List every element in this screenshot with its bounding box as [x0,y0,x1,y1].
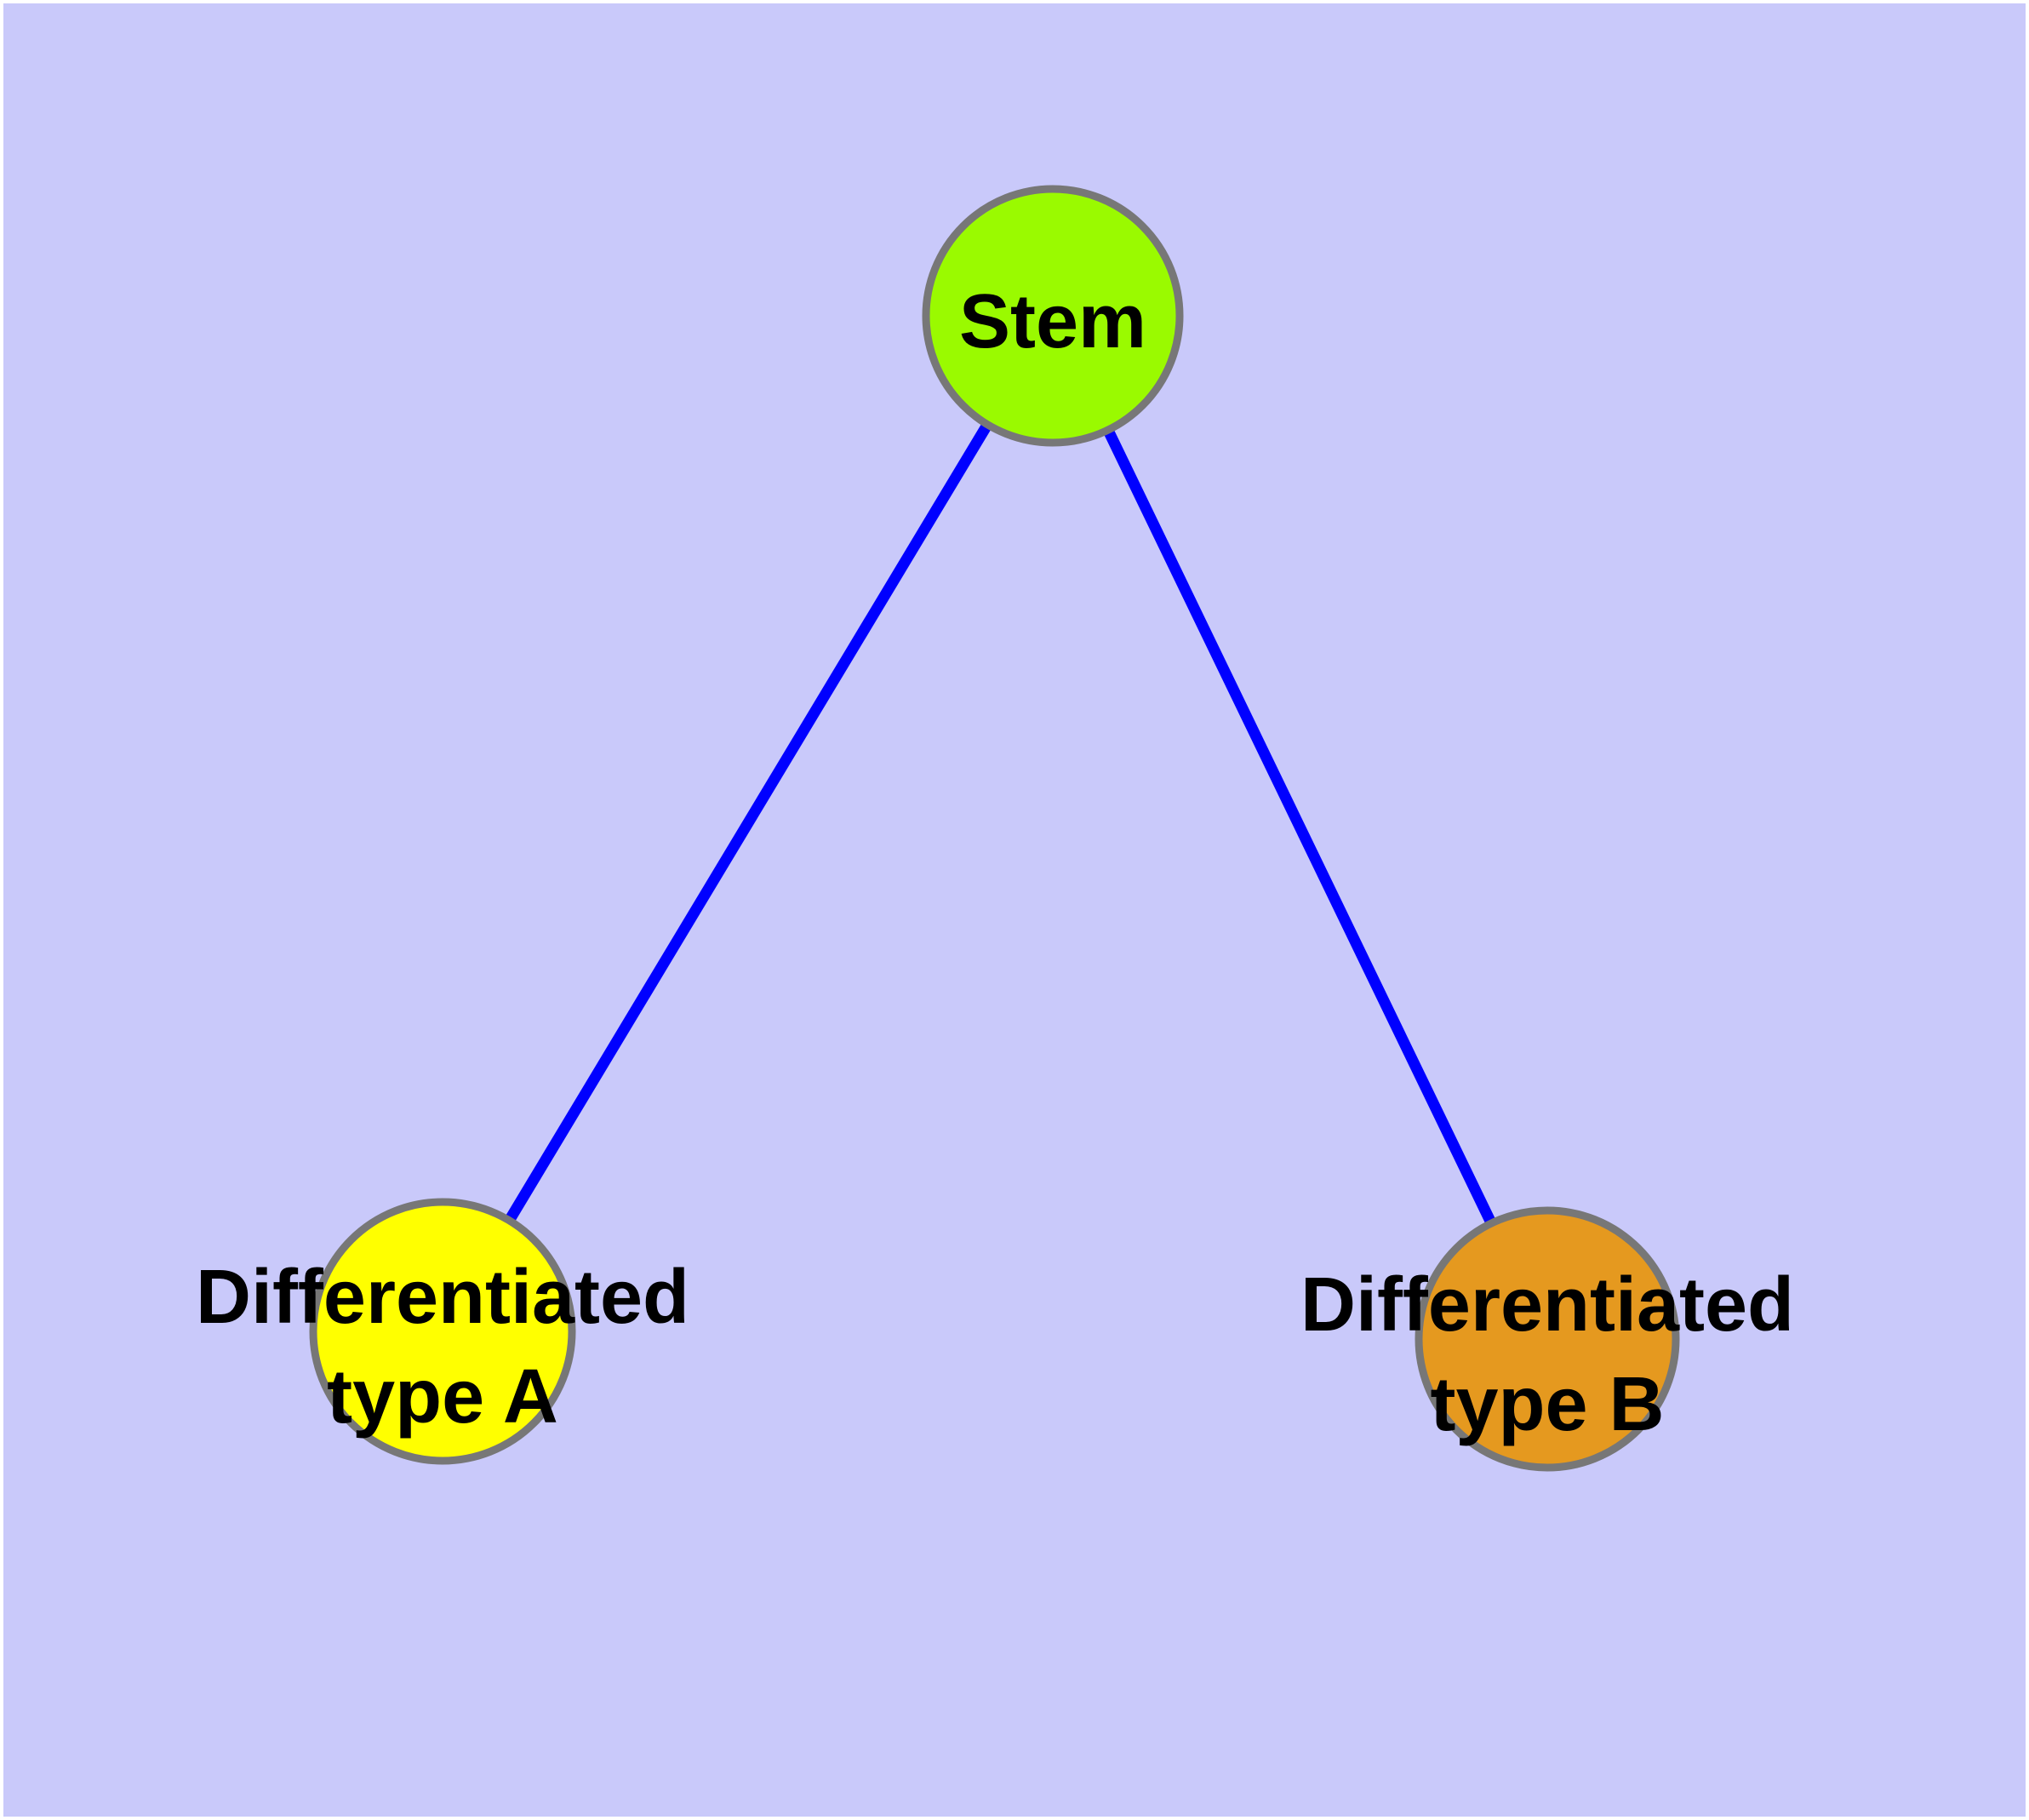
node-type-b-circle [1415,1206,1680,1472]
edge-stem-to-type-a [437,312,1058,1335]
node-stem-label: Stem [959,279,1146,364]
node-type-a-label-line2: type A [327,1354,558,1439]
node-type-b-label-line2: type B [1430,1362,1664,1447]
node-stem-circle [922,185,1184,447]
edge-stem-to-type-b [1048,313,1552,1342]
node-type-a-label-line1: Differentiated [196,1255,689,1340]
node-type-a-circle [309,1198,576,1465]
node-type-b-label-line1: Differentiated [1300,1262,1794,1348]
